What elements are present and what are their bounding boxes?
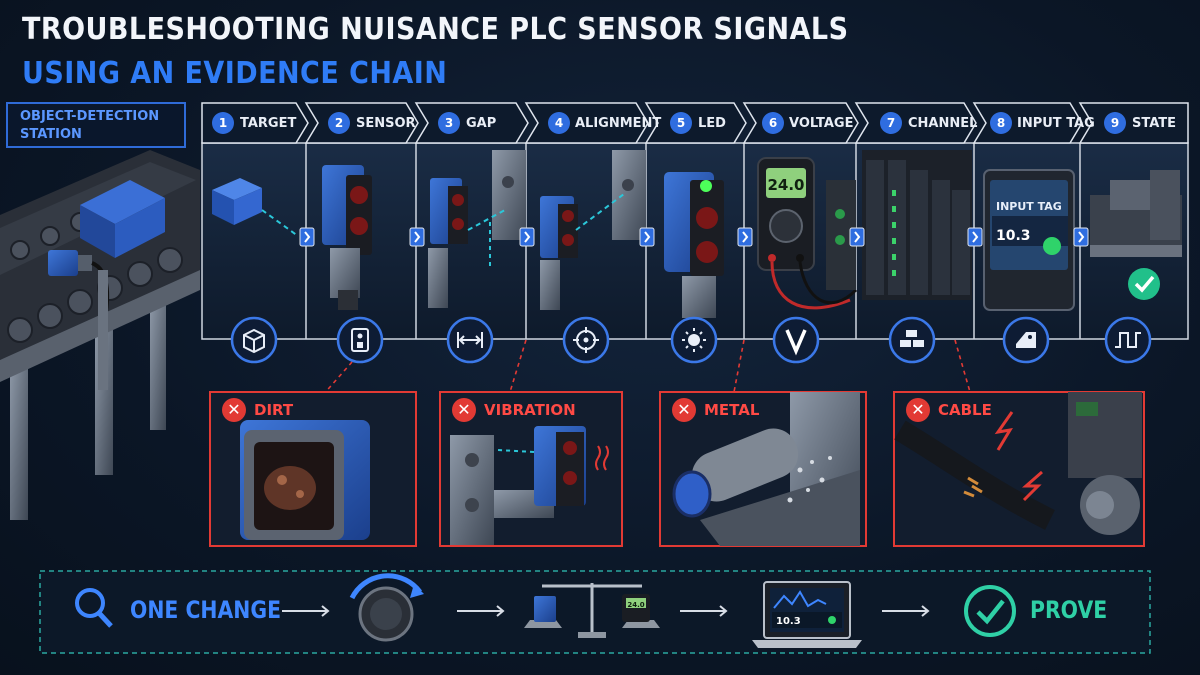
fault-vibration-label: VIBRATION [484,401,576,419]
step-8-label: INPUT TAG [1017,116,1095,131]
step-6-number: 6 [762,112,784,134]
alignment-scene [540,150,646,310]
step-3-number: 3 [438,112,460,134]
scale-meter-reading: 24.0 [627,601,644,609]
step-1-number: 1 [212,112,234,134]
step-7-label: CHANNEL [908,116,978,131]
process-arrows [282,605,930,617]
balance-scale-icon [524,583,660,638]
step-8-number: 8 [990,112,1012,134]
gap-icon [446,316,494,364]
multimeter [757,157,858,310]
led-sensor [664,172,724,318]
gap-scene [428,150,526,308]
conveyor [0,150,200,520]
cube-icon [230,316,278,364]
vibrating-sensor [450,426,609,545]
step-5-label: LED [698,116,726,131]
knob-icon [349,573,424,642]
damaged-cable [894,392,1142,535]
target-crosshair-icon [562,316,610,364]
target-cube [212,178,299,237]
input-tag-screen [983,169,1075,311]
check-circle-icon [964,585,1016,637]
title-line-2: USING AN EVIDENCE CHAIN [22,56,448,91]
step-3-label: GAP [466,116,497,131]
one-change-label: ONE CHANGE [130,596,282,624]
input-tag-value: 10.3 [996,228,1031,244]
sensor-device [322,165,372,310]
fault-x-icon: ✕ [672,398,696,422]
prove-label: PROVE [1030,596,1108,624]
step-header-bar [201,102,1189,144]
fault-dirt-label: DIRT [254,401,294,419]
fault-cable-label: CABLE [938,401,992,419]
meter-reading: 24.0 [767,176,804,194]
step-4-number: 4 [548,112,570,134]
magnifier-icon [75,588,113,628]
fault-x-icon: ✕ [452,398,476,422]
step-1-label: TARGET [240,116,297,131]
title-line-1: TROUBLESHOOTING NUISANCE PLC SENSOR SIGN… [22,12,849,47]
step-icons [230,316,1152,364]
dirty-sensor [240,420,370,540]
panel-flow-chevrons [304,231,1085,243]
step-4-label: ALIGNMENT [575,116,662,131]
step-9-label: STATE [1132,116,1177,131]
sensor-icon [336,316,384,364]
step-7-number: 7 [880,112,902,134]
input-tag-title: INPUT TAG [996,200,1062,213]
pulse-icon [1104,316,1152,364]
step-9-number: 9 [1104,112,1126,134]
station-label: OBJECT-DETECTION STATION [6,102,186,148]
metal-debris-sensor [672,392,860,546]
step-2-label: SENSOR [356,116,416,131]
tag-icon [1002,316,1050,364]
fault-x-icon: ✕ [222,398,246,422]
fault-connectors [321,339,971,397]
laptop-icon [752,581,862,648]
step-2-number: 2 [328,112,350,134]
step-6-label: VOLTAGE [789,116,854,131]
voltage-icon [772,316,820,364]
fault-x-icon: ✕ [906,398,930,422]
step-5-number: 5 [670,112,692,134]
channel-blocks-icon [888,316,936,364]
state-machine [1090,170,1182,300]
sun-icon [670,316,718,364]
panel-flow-arrows [299,227,1089,247]
laptop-value: 10.3 [776,616,801,627]
plc-rack [862,150,972,300]
fault-metal-label: METAL [704,401,760,419]
